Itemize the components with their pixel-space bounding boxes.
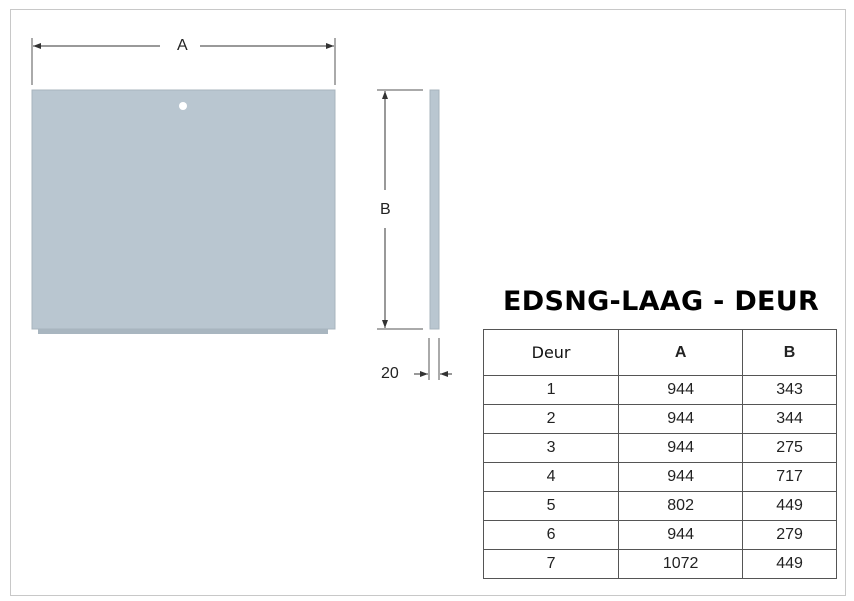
cell-a: 1072 (618, 549, 744, 579)
cell-b: 717 (742, 462, 837, 492)
cell-b: 343 (742, 375, 837, 405)
hole (179, 102, 187, 110)
cell-b: 449 (742, 549, 837, 579)
cell-deur: 4 (482, 462, 620, 492)
dimension-a-label: A (177, 37, 188, 54)
drawing-frame (10, 9, 846, 596)
header-deur: Deur (482, 329, 620, 376)
cell-a: 944 (618, 433, 744, 463)
header-b: B (742, 329, 837, 376)
title: EDSNG-LAAG - DEUR (503, 286, 820, 317)
cell-deur: 3 (482, 433, 620, 463)
cell-deur: 2 (482, 404, 620, 434)
cell-deur: 5 (482, 491, 620, 521)
dimension-b (377, 89, 423, 330)
dimension-thickness (414, 338, 452, 380)
door-panel-side (429, 89, 440, 330)
table-header-row: Deur A B (482, 329, 837, 376)
cell-b: 279 (742, 520, 837, 550)
thickness-label: 20 (381, 365, 399, 382)
cell-a: 944 (618, 404, 744, 434)
cell-b: 275 (742, 433, 837, 463)
cell-a: 944 (618, 375, 744, 405)
dimension-a (31, 38, 336, 85)
cell-a: 944 (618, 520, 744, 550)
cell-deur: 6 (482, 520, 620, 550)
door-panel-front (31, 89, 336, 334)
cell-b: 449 (742, 491, 837, 521)
cell-deur: 7 (482, 549, 620, 579)
cell-b: 344 (742, 404, 837, 434)
cell-deur: 1 (482, 375, 620, 405)
cell-a: 802 (618, 491, 744, 521)
cell-a: 944 (618, 462, 744, 492)
dimension-b-label: B (380, 201, 391, 218)
header-a: A (618, 329, 744, 376)
